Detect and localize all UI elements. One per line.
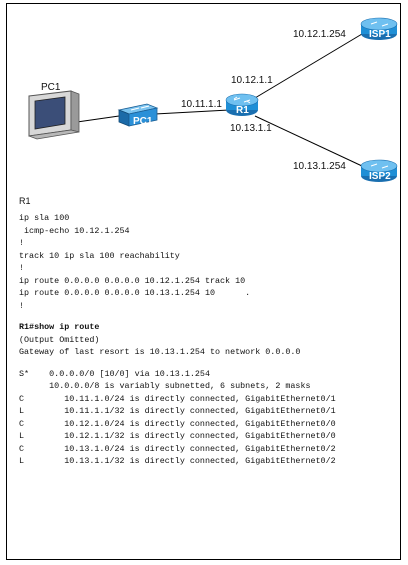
spacer — [19, 312, 399, 321]
config-device-title: R1 — [19, 196, 31, 206]
link-pc-switch — [76, 115, 120, 123]
route-line: C 10.11.1.0/24 is directly connected, Gi… — [19, 393, 336, 404]
ip-r1-top: 10.12.1.1 — [231, 75, 273, 86]
config-line: ip route 0.0.0.0 0.0.0.0 10.12.1.254 tra… — [19, 275, 246, 286]
route-line: L 10.13.1.1/32 is directly connected, Gi… — [19, 456, 336, 466]
exhibit-frame: PC1 PC1 R1 ISP1 — [6, 3, 401, 560]
network-topology: PC1 PC1 R1 ISP1 — [28, 17, 398, 182]
route-line: C 10.13.1.0/24 is directly connected, Gi… — [19, 443, 336, 454]
config-line: ! — [19, 238, 25, 248]
router-isp2-label: ISP2 — [369, 171, 391, 182]
route-line: L 10.11.1.1/32 is directly connected, Gi… — [19, 406, 336, 416]
router-r1-label: R1 — [236, 105, 249, 116]
show-command: R1#show ip route — [19, 322, 100, 332]
config-line: ip route 0.0.0.0 0.0.0.0 10.13.1.254 10 … — [19, 288, 251, 298]
link-r1-isp1 — [254, 33, 363, 99]
ip-link-pc-r1: 10.11.1.1 — [181, 99, 222, 110]
route-line: S* 0.0.0.0/0 [10/0] via 10.13.1.254 — [19, 368, 210, 379]
config-line: ! — [19, 300, 25, 311]
route-line: 10.0.0.0/8 is variably subnetted, 6 subn… — [19, 381, 311, 391]
config-line: ip sla 100 — [19, 213, 70, 223]
link-r1-isp2 — [254, 115, 363, 167]
router-isp1-label: ISP1 — [369, 29, 391, 40]
router-r1-icon — [225, 93, 259, 116]
switch-label: PC1 — [133, 116, 153, 127]
ip-r1-bottom: 10.13.1.1 — [230, 123, 272, 134]
ip-isp1: 10.12.1.254 — [293, 29, 346, 40]
route-line: C 10.12.1.0/24 is directly connected, Gi… — [19, 418, 336, 429]
spacer — [19, 359, 399, 368]
ip-isp2: 10.13.1.254 — [293, 161, 346, 172]
switch-icon — [117, 103, 159, 127]
pc-icon — [28, 90, 80, 140]
config-panel: R1 ip sla 100 icmp-echo 10.12.1.254 ! tr… — [19, 196, 399, 468]
output-line: (Output Omitted) — [19, 334, 100, 345]
config-line: ! — [19, 263, 25, 273]
pc-label: PC1 — [41, 82, 61, 93]
router-isp1-icon — [360, 17, 398, 40]
link-switch-r1 — [154, 109, 230, 115]
router-isp2-icon — [360, 159, 398, 182]
config-line: track 10 ip sla 100 reachability — [19, 250, 180, 261]
route-line: L 10.12.1.1/32 is directly connected, Gi… — [19, 431, 336, 441]
output-line: Gateway of last resort is 10.13.1.254 to… — [19, 347, 301, 357]
config-line: icmp-echo 10.12.1.254 — [19, 225, 130, 236]
